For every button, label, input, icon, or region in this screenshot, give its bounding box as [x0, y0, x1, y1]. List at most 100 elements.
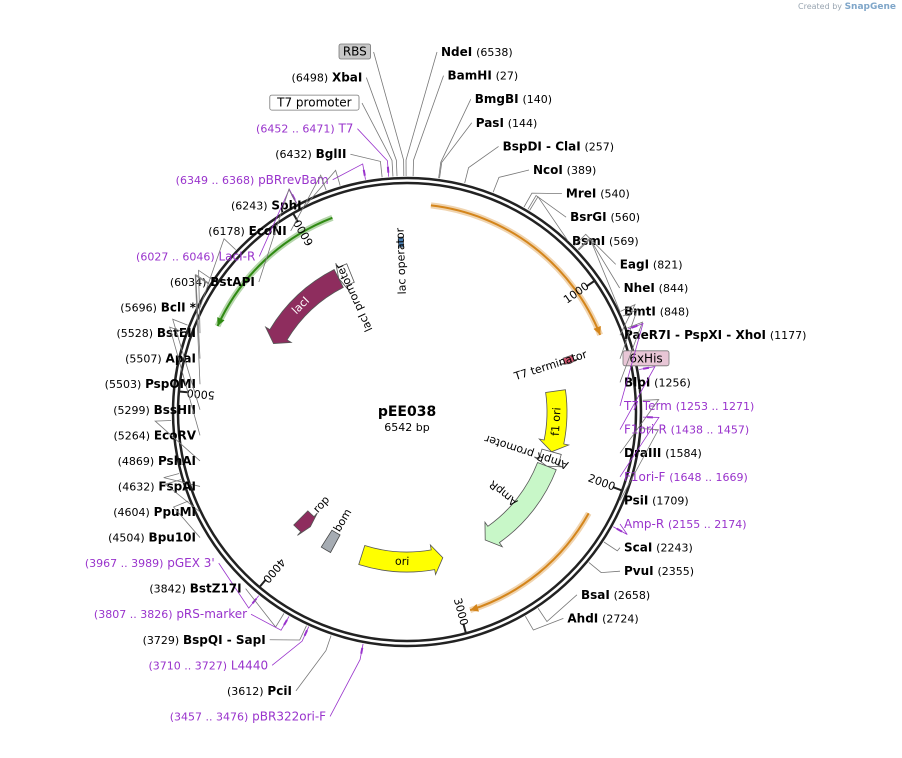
primer-label-prs-marker[interactable]: (3807 .. 3826) pRS-marker	[94, 607, 247, 621]
leader-pshai	[154, 420, 201, 462]
feature-lac-operator	[397, 236, 404, 248]
site-position: (1177)	[770, 329, 807, 342]
site-position: (6178)	[208, 225, 245, 238]
primer-mark-amp-r	[616, 527, 623, 533]
leader-pbr322ori-f	[329, 643, 364, 717]
leader-xbai	[365, 77, 398, 177]
enzyme-label-fspai[interactable]: (4632) FspAI	[118, 479, 196, 493]
site-position: (848)	[660, 306, 690, 319]
enzyme-label-scai[interactable]: ScaI (2243)	[624, 541, 693, 555]
site-position: (144)	[508, 117, 538, 130]
primer-label-laci-r[interactable]: (6027 .. 6046) LacI-R	[136, 249, 255, 263]
site-name: BstAPI	[210, 275, 255, 289]
enzyme-label-bmgbi[interactable]: BmgBI (140)	[475, 92, 552, 106]
primer-label-t7[interactable]: (6452 .. 6471) T7	[256, 122, 353, 136]
site-position: (2243)	[656, 542, 693, 555]
primer-mark-laci-r	[291, 194, 296, 201]
feature-label-rop: rop	[310, 493, 332, 515]
feature-box-label-rbs: RBS	[343, 45, 367, 59]
enzyme-label-sphi[interactable]: (6243) SphI	[231, 198, 302, 212]
leader-mrei	[523, 192, 562, 208]
enzyme-label-bsteii[interactable]: (5528) BstEII	[116, 326, 196, 340]
site-name: pBR322ori-F	[252, 709, 326, 723]
site-position: (4504)	[108, 532, 145, 545]
site-name: BmgBI	[475, 92, 519, 106]
enzyme-label-xbai[interactable]: (6498) XbaI	[292, 71, 363, 85]
enzyme-label-pspomi[interactable]: (5503) PspOMI	[105, 377, 196, 391]
primer-label-t7-term[interactable]: T7 Term (1253 .. 1271)	[623, 399, 754, 413]
highlight-arc-glow-0	[430, 202, 603, 336]
primer-mark-f1ori-r	[642, 366, 650, 370]
feature-label-bom: bom	[331, 506, 355, 534]
site-position: (6452 .. 6471)	[256, 123, 335, 136]
leader-bamhi	[412, 75, 444, 177]
enzyme-label-bamhi[interactable]: BamHI (27)	[448, 69, 519, 83]
site-position: (6432)	[275, 148, 312, 161]
primer-label-f1ori-r[interactable]: F1ori-R (1438 .. 1457)	[624, 423, 749, 437]
leader-bsai	[537, 594, 578, 623]
enzyme-label-bcli[interactable]: (5696) BclI *	[120, 301, 196, 315]
leader-bglii	[350, 153, 383, 178]
site-name: BspDI - ClaI	[503, 139, 581, 153]
site-name: PshAI	[158, 454, 196, 468]
enzyme-label-ppumi[interactable]: (4604) PpuMI	[113, 505, 196, 519]
feature-ampr-promoter	[534, 448, 563, 468]
enzyme-label-pasi[interactable]: PasI (144)	[476, 116, 538, 130]
site-name: PpuMI	[154, 505, 196, 519]
primer-label-f1ori-f[interactable]: F1ori-F (1648 .. 1669)	[624, 470, 748, 484]
feature-label-ori: ori	[395, 555, 410, 568]
enzyme-label-bspqi-sapi[interactable]: (3729) BspQI - SapI	[143, 633, 266, 647]
enzyme-label-pvui[interactable]: PvuI (2355)	[624, 564, 694, 578]
enzyme-label-pcii[interactable]: (3612) PciI	[227, 684, 292, 698]
site-position: (2155 .. 2174)	[668, 518, 747, 531]
enzyme-label-bsrgi[interactable]: BsrGI (560)	[570, 210, 640, 224]
enzyme-label-bstapi[interactable]: (6034) BstAPI	[170, 275, 255, 289]
enzyme-label-bspdi-clai[interactable]: BspDI - ClaI (257)	[503, 139, 615, 153]
primer-label-pbrrevbam[interactable]: (6349 .. 6368) pBRrevBam	[176, 173, 329, 187]
feature-laci-promoter	[335, 263, 355, 291]
site-position: (1253 .. 1271)	[676, 400, 755, 413]
feature-ori	[358, 543, 444, 576]
primer-label-pbr322ori-f[interactable]: (3457 .. 3476) pBR322ori-F	[170, 709, 326, 723]
enzyme-label-psii[interactable]: PsiI (1709)	[624, 493, 689, 507]
enzyme-label-ncoi[interactable]: NcoI (389)	[533, 163, 596, 177]
enzyme-label-ahdi[interactable]: AhdI (2724)	[567, 611, 638, 625]
site-position: (5264)	[114, 429, 151, 442]
enzyme-label-blpi[interactable]: BlpI (1256)	[624, 375, 691, 389]
primer-label-amp-r[interactable]: Amp-R (2155 .. 2174)	[624, 517, 747, 531]
enzyme-label-mrei[interactable]: MreI (540)	[566, 187, 630, 201]
site-name: BstZ17I	[190, 582, 242, 596]
highlight-arc-head-2	[217, 317, 225, 327]
leader-nhei	[577, 237, 620, 289]
enzyme-label-bsai[interactable]: BsaI (2658)	[581, 588, 650, 602]
enzyme-label-ecorv[interactable]: (5264) EcoRV	[114, 428, 197, 442]
enzyme-label-paer7i-pspxi-xhoi[interactable]: PaeR7I - PspXI - XhoI (1177)	[624, 328, 806, 342]
leader-6xhis	[619, 308, 638, 359]
site-name: EagI	[620, 257, 649, 271]
leader-paer7i-pspxi-xhoi	[619, 303, 636, 336]
primer-label-l4440[interactable]: (3710 .. 3727) L4440	[148, 658, 268, 672]
enzyme-label-bstz17i[interactable]: (3842) BstZ17I	[149, 582, 241, 596]
site-name: PspOMI	[145, 377, 196, 391]
enzyme-label-bpu10i[interactable]: (4504) Bpu10I	[108, 531, 196, 545]
feature-label-laci-promoter: lacI promoter	[333, 261, 376, 334]
enzyme-label-bmti[interactable]: BmtI (848)	[624, 305, 689, 319]
enzyme-label-bglii[interactable]: (6432) BglII	[275, 147, 346, 161]
site-position: (3807 .. 3826)	[94, 608, 173, 621]
site-position: (1438 .. 1457)	[671, 424, 750, 437]
enzyme-label-econi[interactable]: (6178) EcoNI	[208, 224, 286, 238]
tick-4000	[258, 578, 267, 588]
site-name: EcoRV	[154, 428, 197, 442]
site-position: (821)	[653, 258, 683, 271]
enzyme-label-pshai[interactable]: (4869) PshAI	[118, 454, 196, 468]
enzyme-label-ndei[interactable]: NdeI (6538)	[441, 45, 513, 59]
enzyme-label-bsshii[interactable]: (5299) BssHII	[113, 403, 196, 417]
leader-bsrgi	[527, 194, 567, 218]
enzyme-label-eagi[interactable]: EagI (821)	[620, 257, 683, 271]
enzyme-label-nhei[interactable]: NheI (844)	[624, 281, 689, 295]
primer-mark-pbrrevbam	[362, 169, 366, 176]
enzyme-label-apai[interactable]: (5507) ApaI	[125, 352, 196, 366]
site-name: LacI-R	[218, 249, 255, 263]
leader-fspai	[163, 473, 201, 487]
primer-label-pgex-3[interactable]: (3967 .. 3989) pGEX 3'	[85, 556, 215, 570]
